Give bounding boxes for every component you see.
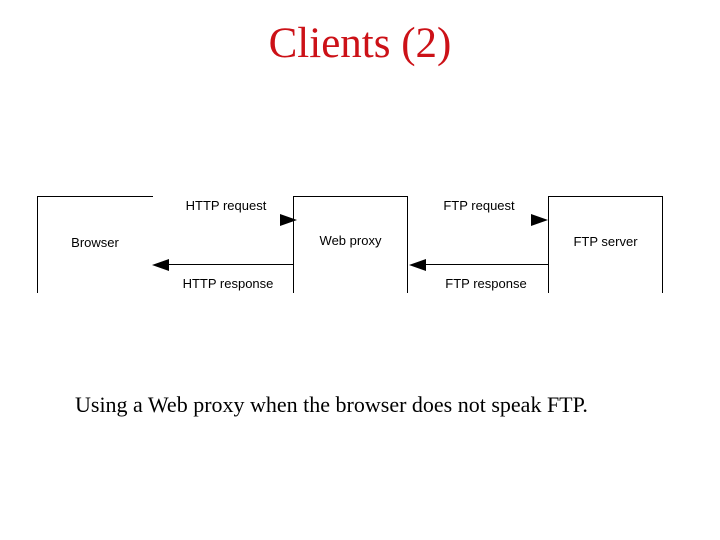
ftp-request-label: FTP request [443, 198, 515, 213]
figure-caption: Using a Web proxy when the browser does … [75, 392, 588, 417]
browser-box-label: Browser [71, 235, 119, 250]
web-proxy-box [293, 196, 408, 293]
ftp-response-label: FTP response [445, 276, 527, 291]
right-arrow-icon [280, 214, 297, 226]
browser-box [37, 196, 153, 293]
right-arrow-icon [531, 214, 548, 226]
web-proxy-box-label: Web proxy [319, 233, 382, 248]
ftp-server-box-label: FTP server [573, 234, 638, 249]
http-response-arrow-line [158, 264, 293, 265]
left-arrow-icon [409, 259, 426, 271]
slide-title: Clients (2) [268, 20, 452, 67]
http-request-label: HTTP request [185, 198, 267, 213]
ftp-server-box [548, 196, 663, 293]
http-response-label: HTTP response [182, 276, 274, 291]
left-arrow-icon [152, 259, 169, 271]
ftp-response-arrow-line [415, 264, 548, 265]
